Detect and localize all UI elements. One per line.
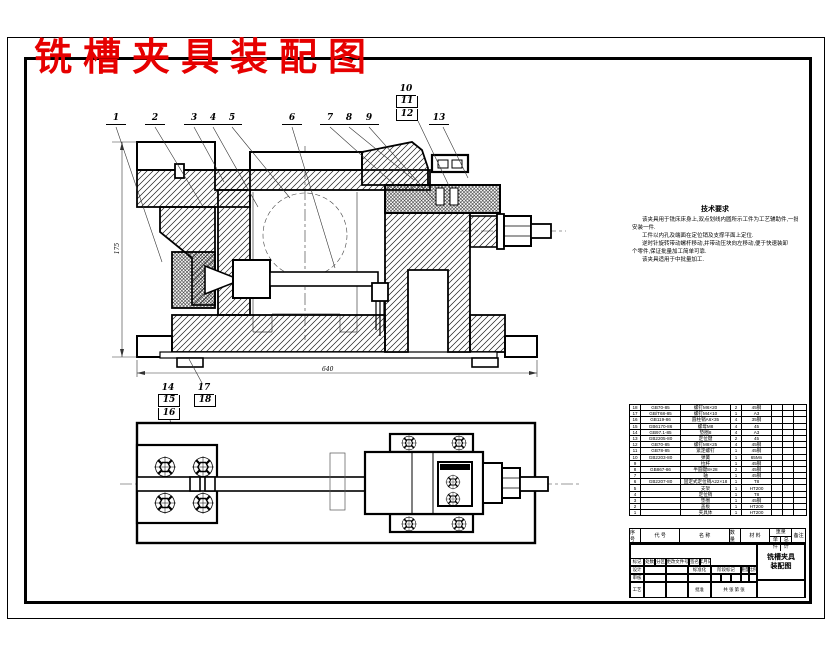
bom-cell [771,509,783,517]
bom-header-code: 代 号 [641,529,681,542]
tech-requirement-line: 安装一件. [632,225,656,231]
callout-17: 17 [194,383,214,395]
bom-header-no: 序号 [630,529,641,543]
callout-15: 15 [158,395,180,407]
callout-12: 12 [396,109,418,121]
bom-cell: HT200 [741,509,772,517]
tech-requirement-line: 个零件,保证批量加工简单可靠. [632,249,707,255]
callout-16: 16 [158,408,180,420]
bom-cell [793,509,807,517]
callout-11: 11 [396,96,418,108]
page-title: 铣槽夹具装配图 [34,37,378,79]
dimension-overall-height: 175 [114,242,122,255]
bom-header-row: 序号 代 号 名 称 数量 材 料 重量 单件 总计 备注 [629,528,806,551]
tech-requirement-line: 工件以内孔及端面在定位销及支撑平面上定位. [642,233,754,239]
bom-header-weight: 重量 单件 总计 [770,529,793,551]
callout-18: 18 [194,395,216,407]
tech-requirement-line: 逆时针旋转带动螺杆移动,并带动压块向左移动,便于快速装卸 [642,241,789,247]
dimension-overall-width: 640 [322,366,334,373]
technical-requirements: 技术要求 该夹具用于铣床床身上,双点划线内圆所示工件为工艺辅助件,一批安装一件.… [632,206,798,264]
callout-2: 2 [145,113,165,125]
callout-5: 5 [222,113,242,125]
bom-cell: 1 [730,509,742,517]
callout-4: 4 [203,113,223,125]
tb-design-label: 设计 [630,566,644,574]
tb-drawing-name-line2: 装配图 [770,563,792,570]
tb-drawing-name-line1: 铣槽夹具 [767,554,795,561]
title-block: 标记处数分区更改文件号签名年月日 设计 标准化 审核 工艺 批准 阶段标记 重量… [629,543,806,598]
tb-drawing-name: 铣槽夹具 装配图 [757,544,805,580]
bottom-plan-view [120,421,580,545]
callout-14: 14 [158,383,178,395]
inner-frame [24,57,812,604]
bom-cell [640,509,681,517]
bom-header-material: 材 料 [741,529,771,542]
bom-header-remark: 备注 [793,533,804,539]
tb-process-label: 工艺 [630,582,644,598]
tb-sheet-info: 共 张 第 张 [711,582,757,598]
bom-cell [782,509,794,517]
tech-requirement-line: 该夹具用于铣床床身上,双点划线内圆所示工件为工艺辅助件,一批 [642,217,798,223]
bom-cell: 1 [629,509,641,517]
callout-8: 8 [339,113,359,125]
callout-10: 10 [396,84,416,96]
bom-header-total: 总计 [783,537,789,550]
leader-lines [115,120,469,465]
tb-scale-label: 比例 [749,566,757,574]
callout-3: 3 [184,113,204,125]
bom-cell: 夹具体 [680,509,731,517]
bom-header-name: 名 称 [680,529,730,542]
tb-standard-label: 标准化 [688,566,711,574]
callout-7: 7 [320,113,340,125]
callout-9: 9 [359,113,379,125]
tb-check-label: 审核 [630,574,644,582]
bom-header-qty: 数量 [730,529,741,543]
technical-requirements-heading: 技术要求 [701,206,729,213]
tb-weight-label: 重量 [741,566,749,574]
tb-stage-label: 阶段标记 [711,566,741,574]
main-section-view [112,120,566,465]
outer-border [7,37,825,619]
tech-requirement-line: 该夹具适用于中批量加工. [642,257,705,263]
callout-6: 6 [282,113,302,125]
callout-1: 1 [106,113,126,125]
bom-cell: 固定式定位销A22×18 [680,478,731,486]
callout-13: 13 [429,113,449,125]
tb-approve-label: 批准 [688,582,711,598]
